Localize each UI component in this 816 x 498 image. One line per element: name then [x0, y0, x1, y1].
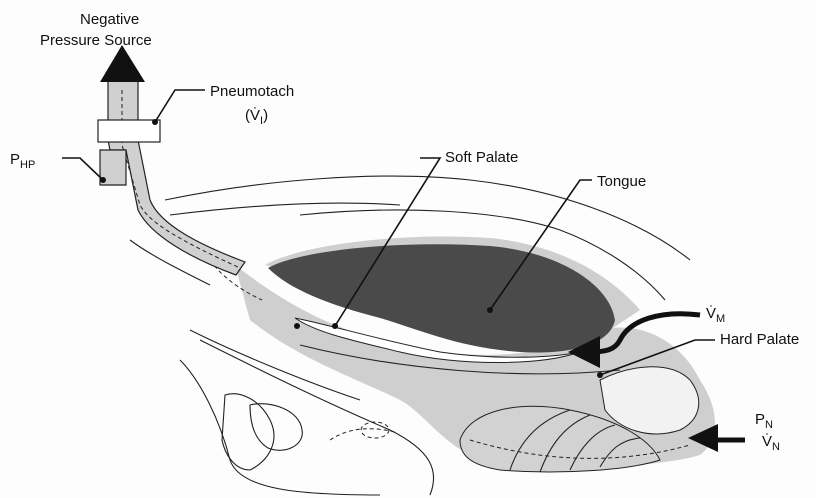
label-tongue: Tongue — [597, 173, 646, 190]
brain-region-outline — [222, 394, 274, 470]
brain-folds — [250, 404, 302, 451]
inner-cranial-outline — [170, 203, 400, 215]
tongue-dot — [487, 307, 493, 313]
pneumotach-leader — [155, 90, 205, 122]
dashed-inner-ear — [330, 429, 395, 440]
label-negative-line1: Negative — [80, 11, 139, 28]
label-pneumotach-sym: (V̇I) — [245, 107, 268, 127]
label-pneumotach: Pneumotach — [210, 83, 294, 100]
label-soft-palate: Soft Palate — [445, 149, 518, 166]
pneumotach-body — [98, 120, 160, 142]
airway-tube — [108, 78, 245, 275]
soft-palate-dot — [332, 323, 338, 329]
php-leader — [62, 158, 103, 180]
larynx-outline — [180, 360, 380, 495]
label-pn: PN — [755, 411, 773, 431]
label-negative-line2: Pressure Source — [40, 32, 152, 49]
soft-palate-dot-2 — [294, 323, 300, 329]
label-php: PHP — [10, 151, 35, 171]
label-vm: V̇M — [706, 305, 725, 325]
hard-palate-dot — [597, 372, 603, 378]
label-vn: V̇N — [762, 433, 780, 453]
negative-pressure-arrow — [100, 45, 145, 82]
label-hard-palate: Hard Palate — [720, 331, 799, 348]
